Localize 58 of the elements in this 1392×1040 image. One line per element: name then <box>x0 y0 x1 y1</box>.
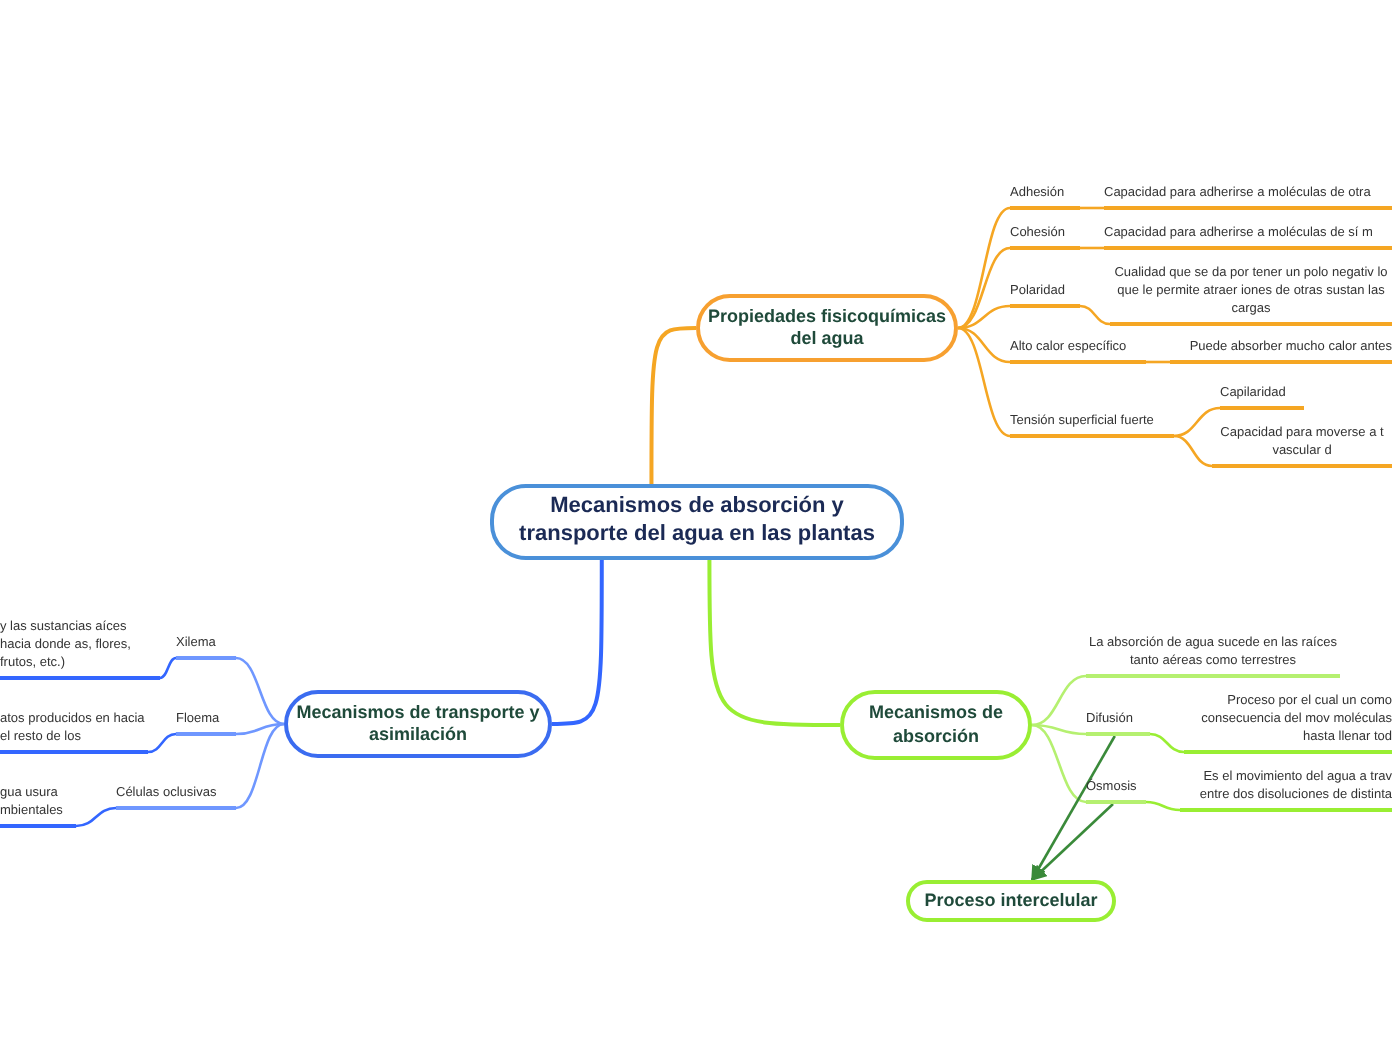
branch-connector <box>1031 723 1087 736</box>
branch-underline <box>0 784 76 828</box>
branch-underline <box>1086 778 1146 804</box>
branch-connector <box>1031 723 1087 804</box>
branch-connector <box>147 732 177 754</box>
branch-underline <box>0 618 160 680</box>
branch-connector <box>235 656 285 726</box>
branch-connector <box>957 206 1011 330</box>
branch-underline <box>1086 634 1340 678</box>
branch-underline <box>1170 338 1392 364</box>
branch-connector <box>1080 206 1104 210</box>
branch-underline <box>1086 710 1150 736</box>
branch-underline <box>1220 384 1304 410</box>
branch-connector <box>75 806 117 828</box>
branch-underline <box>176 710 236 736</box>
branch-connector <box>957 304 1011 330</box>
branch-connector <box>159 656 177 680</box>
topic-label: Propiedades fisicoquímicas del agua <box>705 305 949 351</box>
arrow <box>1030 735 1116 882</box>
topic-box <box>906 880 1116 922</box>
topic-box <box>284 690 552 758</box>
branch-connector <box>707 560 840 727</box>
branch-connector <box>1173 434 1213 468</box>
branch-underline <box>1010 184 1080 210</box>
branch-connector <box>1146 360 1170 364</box>
branch-connector <box>1173 406 1221 438</box>
branch-underline <box>176 634 236 660</box>
branch-connector <box>1080 246 1104 250</box>
branch-underline <box>0 710 148 754</box>
branch-underline <box>1010 224 1080 250</box>
branch-underline <box>1010 282 1080 308</box>
branch-underline <box>1104 224 1392 250</box>
branch-connector <box>1145 800 1181 812</box>
topic-box <box>696 294 958 362</box>
branch-connector <box>235 722 285 810</box>
topic-label: Proceso intercelular <box>924 889 1098 913</box>
arrow <box>1030 803 1114 882</box>
topic-label: Mecanismos de transporte y asimilación <box>294 701 542 747</box>
branch-underline <box>1010 412 1174 438</box>
branch-connector <box>1079 304 1111 326</box>
branch-connector <box>552 560 604 726</box>
topic-label: Mecanismos de absorción <box>866 702 1006 748</box>
branch-underline <box>1180 768 1392 812</box>
branch-connector <box>1031 674 1087 727</box>
branch-underline <box>1184 692 1392 754</box>
branch-connector <box>649 326 697 484</box>
topic-label: Mecanismos de absorción y transporte del agua en las plantas <box>517 494 877 550</box>
branch-connector <box>957 246 1011 330</box>
branch-connector <box>957 326 1011 438</box>
branch-connector <box>235 722 285 736</box>
central-topic <box>490 484 904 560</box>
branch-underline <box>1212 424 1392 468</box>
branch-connector <box>957 326 1011 364</box>
branch-underline <box>1010 338 1146 364</box>
branch-underline <box>1104 184 1392 210</box>
branch-underline <box>116 784 236 810</box>
branch-connector <box>1149 732 1185 754</box>
topic-box <box>840 690 1032 760</box>
